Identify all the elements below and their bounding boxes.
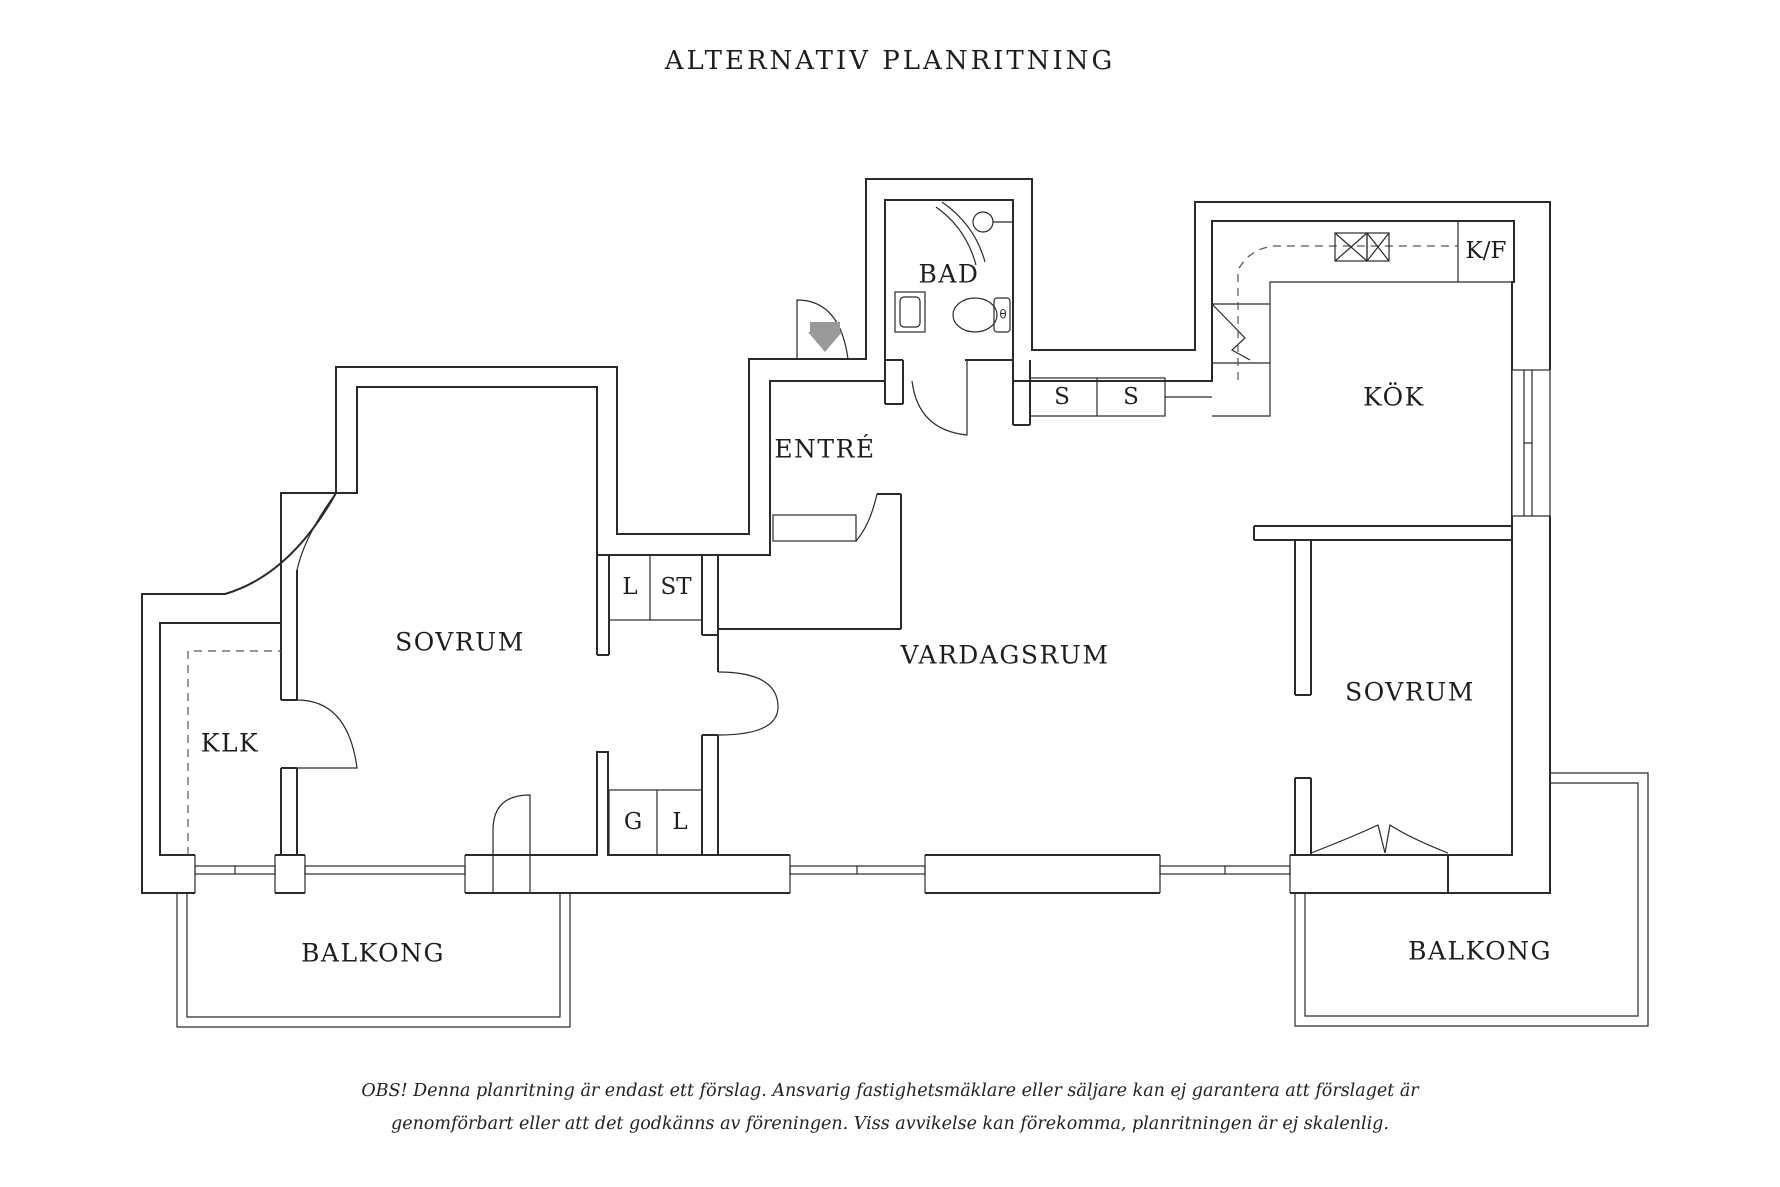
page-title: ALTERNATIV PLANRITNING <box>664 46 1116 76</box>
kitchen-window <box>1511 369 1551 517</box>
sink-icon <box>894 291 926 333</box>
balcony-right: BALKONG <box>1294 772 1649 1027</box>
klk-door-swing <box>296 699 358 769</box>
bathroom-door-swing <box>911 360 968 436</box>
closet-label-s1: S <box>1054 384 1070 410</box>
closet-label-l-bottom: L <box>672 809 687 835</box>
upper-cabinets-dashed <box>1237 245 1458 380</box>
toilet-icon <box>952 297 998 333</box>
room-label-kok: KÖK <box>1363 383 1425 412</box>
entrance-door <box>796 299 849 360</box>
bedroom-right: SOVRUM <box>1294 540 1475 893</box>
room-label-bad: BAD <box>919 260 980 289</box>
balcony-door-left-leaf <box>1310 824 1386 854</box>
room-label-balkong-right: BALKONG <box>1408 937 1552 966</box>
bedroom-left: SOVRUM <box>280 492 531 893</box>
room-label-sovrum-left: SOVRUM <box>395 628 525 657</box>
balcony-left: BALKONG <box>176 893 571 1028</box>
bench-icon <box>772 514 857 542</box>
balcony-door-left <box>492 794 531 893</box>
balcony-door-right-leaf <box>1384 824 1449 854</box>
room-label-entre: ENTRÉ <box>774 435 875 464</box>
room-label-klk: KLK <box>201 729 259 758</box>
closet-label-g: G <box>624 809 642 835</box>
windows-bottom <box>194 854 1291 894</box>
entrance-arrow-icon <box>808 332 842 352</box>
outer-wall-inner-line <box>159 199 1515 856</box>
closet-label-st: ST <box>660 574 692 600</box>
room-label-sovrum-right: SOVRUM <box>1345 678 1475 707</box>
hall-closets: L ST G L <box>596 554 719 856</box>
shower-icon <box>972 211 994 233</box>
storage-row: S S <box>1029 377 1212 417</box>
svg-text:θ: θ <box>999 308 1006 322</box>
klk-shelf-dashed <box>187 650 281 855</box>
disclaimer-line-1: OBS! Denna planritning är endast ett för… <box>361 1081 1419 1101</box>
vardagsrum: VARDAGSRUM <box>701 628 1110 855</box>
room-label-balkong-left: BALKONG <box>301 939 445 968</box>
closet-label-l-top: L <box>622 574 637 600</box>
disclaimer-line-2: genomförbart eller att det godkänns av f… <box>391 1114 1389 1134</box>
room-label-vardagsrum: VARDAGSRUM <box>900 641 1110 670</box>
klk: KLK <box>187 650 281 855</box>
vardagsrum-door-swing <box>717 671 779 736</box>
closet-label-s2: S <box>1123 384 1139 410</box>
entre: ENTRÉ <box>772 435 902 629</box>
room-label-kf: K/F <box>1466 238 1507 264</box>
bathroom: θ BAD <box>884 201 1031 436</box>
outer-wall-outer-line <box>141 178 1551 894</box>
kitchen: K/F KÖK <box>1211 220 1552 541</box>
disclaimer: OBS! Denna planritning är endast ett för… <box>300 1075 1480 1141</box>
